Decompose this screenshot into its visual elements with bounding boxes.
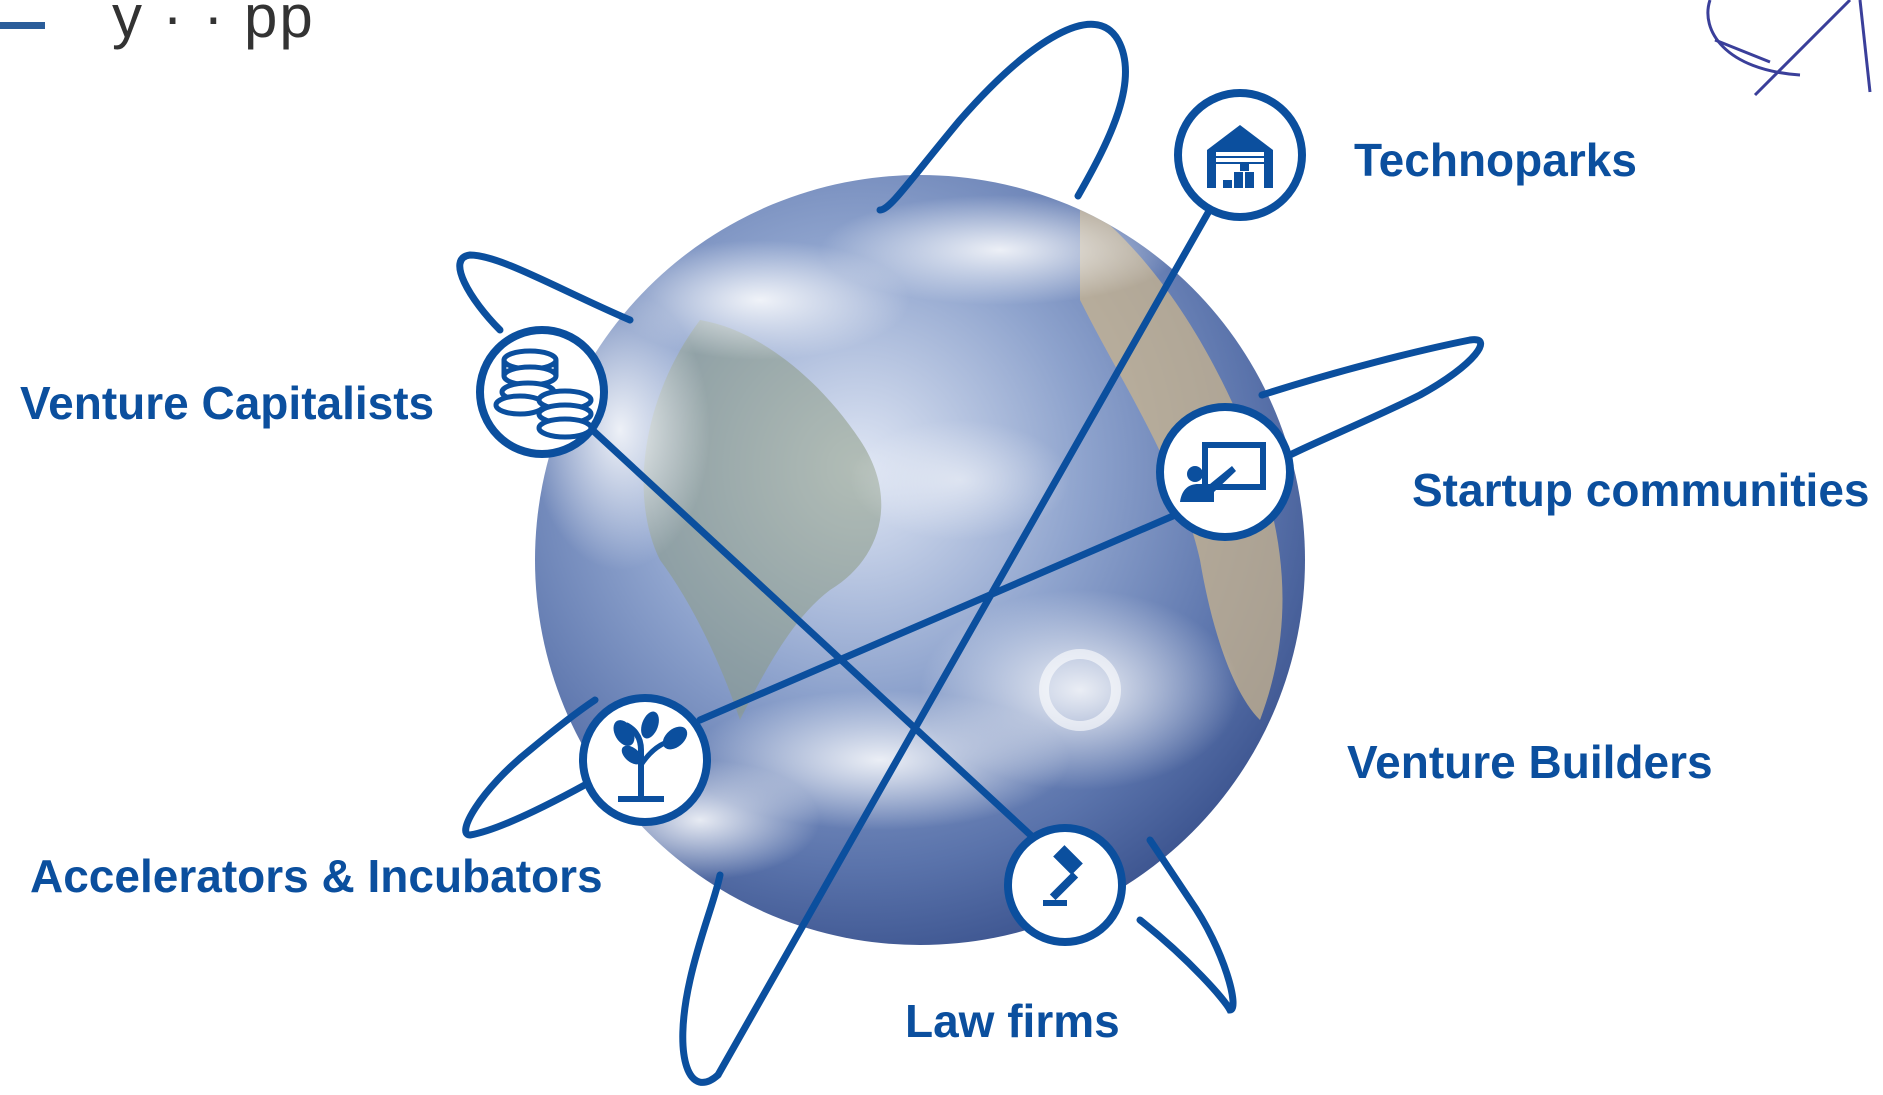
orbit-lawfirms-right-loop (1136, 836, 1237, 1014)
label-venture-builders: Venture Builders (1347, 736, 1713, 788)
node-law-firms (1004, 824, 1126, 946)
page-title-fragment: y · · pp (112, 0, 315, 50)
node-startup-communities (1156, 403, 1294, 541)
orbit-vc-to-lawfirms-line (556, 396, 1094, 894)
orbit-technoparks-top (876, 20, 1129, 214)
logo-fragment (1706, 0, 1872, 97)
label-law-firms: Law firms (905, 995, 1120, 1047)
orbit-lower-left-loop (679, 871, 724, 1086)
orbit-startup-to-accel-line (696, 496, 1214, 724)
orbit-lines (456, 20, 1484, 1086)
gavel-icon (1043, 845, 1083, 906)
label-startup-communities: Startup communities (1412, 464, 1870, 516)
node-technoparks (1174, 89, 1306, 221)
node-venture-capitalists (476, 326, 608, 458)
coins-icon (493, 348, 594, 440)
label-accelerators: Accelerators & Incubators (30, 850, 603, 902)
presentation-icon (1180, 442, 1266, 502)
node-accelerators (579, 694, 711, 826)
label-venture-capitalists: Venture Capitalists (20, 377, 435, 429)
orbit-vc-top-loop (456, 251, 634, 334)
orbit-technoparks-to-lawfirms-line (714, 156, 1242, 1079)
earth-globe (535, 175, 1305, 945)
warehouse-icon (1207, 125, 1273, 188)
title-accent-bar (0, 22, 45, 29)
orbit-accel-left-loop (462, 696, 624, 839)
orbit-startup-right-loop (1258, 336, 1484, 459)
label-technoparks: Technoparks (1354, 134, 1637, 186)
sprout-icon (613, 711, 688, 802)
